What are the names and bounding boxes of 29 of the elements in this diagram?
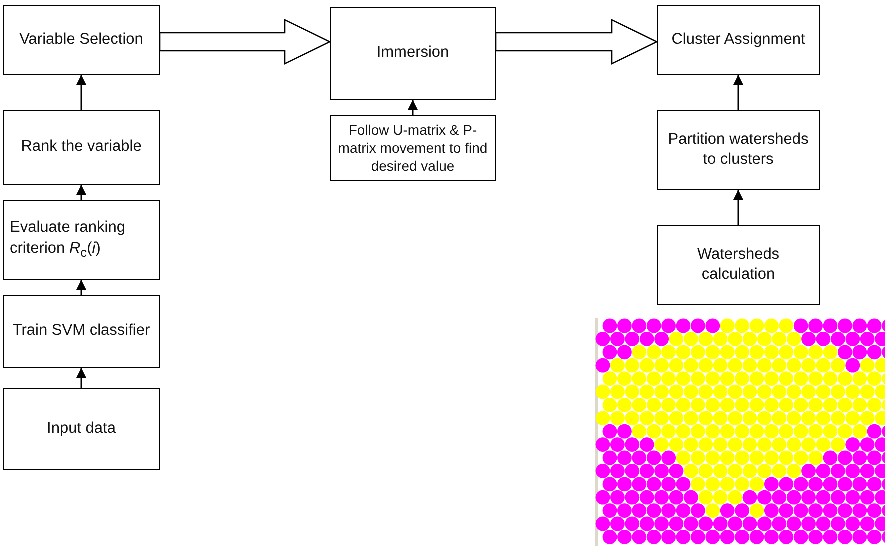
arrow <box>408 100 418 115</box>
process-box <box>657 225 820 305</box>
arrow <box>76 185 87 200</box>
process-box <box>3 110 160 185</box>
arrow <box>76 75 87 110</box>
box-text: Partition watersheds to clusters <box>667 130 810 170</box>
box-text: Input data <box>47 418 116 439</box>
arrow <box>733 190 744 225</box>
process-box <box>657 5 820 75</box>
process-box <box>3 295 160 368</box>
box-text: Evaluate ranking criterion R$_{c}$(i) <box>10 218 126 262</box>
process-box <box>330 115 496 181</box>
block-arrow <box>495 18 658 66</box>
box-text: Immersion <box>376 43 450 64</box>
arrow <box>76 368 87 388</box>
block-arrow <box>159 18 332 66</box>
box-text: Watersheds calculation <box>696 244 781 285</box>
process-box <box>3 5 160 75</box>
box-text: Rank the variable <box>21 137 142 158</box>
arrow <box>733 75 744 110</box>
process-box <box>3 388 160 470</box>
box-text: Train SVM classifier <box>12 321 150 342</box>
box-text: Follow U-matrix & P-matrix movement to find desired value <box>337 120 489 176</box>
box-text: Variable Selection <box>20 30 144 50</box>
process-box <box>330 7 496 100</box>
process-box <box>3 200 160 280</box>
box-text: Cluster Assignment <box>672 30 806 50</box>
arrow <box>76 280 87 295</box>
process-box <box>657 110 820 190</box>
